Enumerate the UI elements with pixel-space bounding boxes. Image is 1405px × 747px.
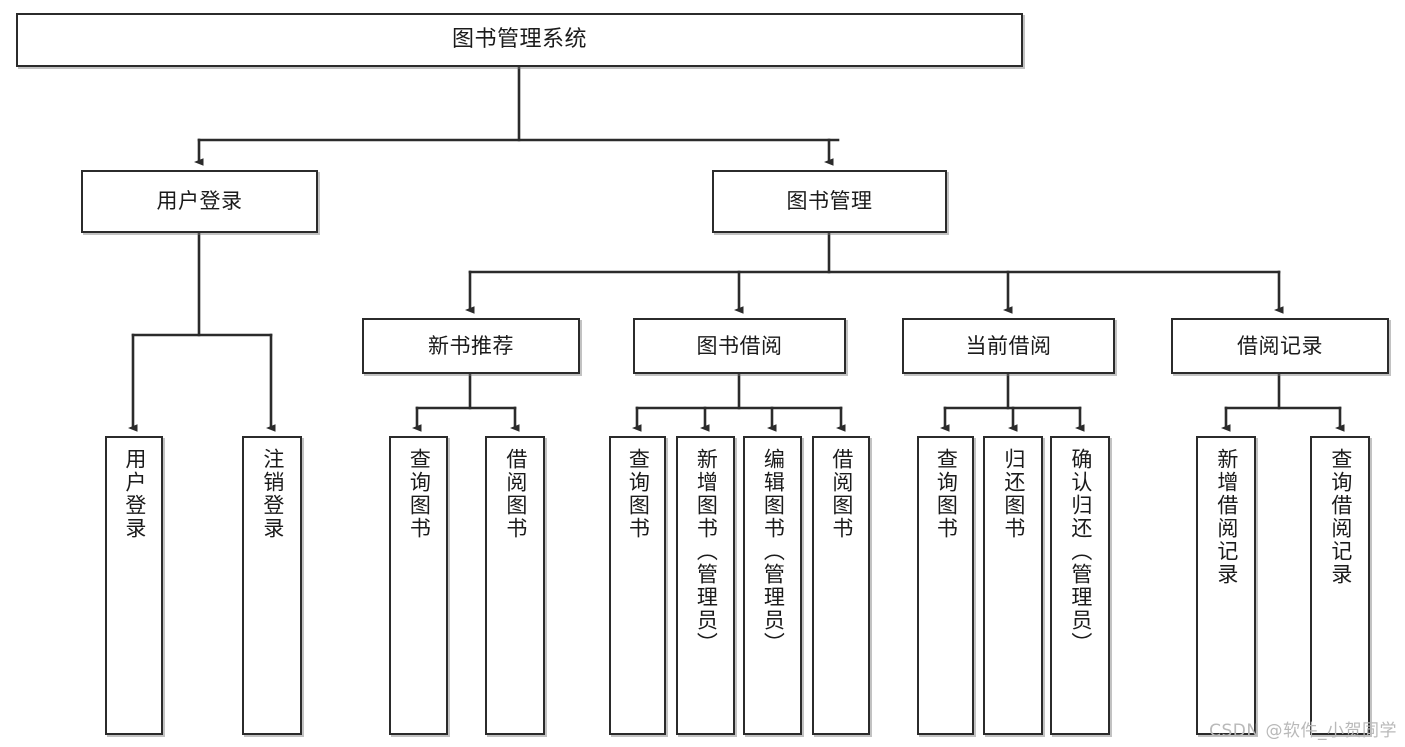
node-label: 新书推荐	[428, 333, 514, 358]
node-leaf-query-record[interactable]: 查询借阅记录	[1310, 436, 1370, 735]
node-label: 借阅图书	[829, 448, 854, 540]
node-label: 注销登录	[260, 448, 285, 540]
node-label: 查询借阅记录	[1328, 448, 1353, 586]
node-leaf-query-book-cur[interactable]: 查询图书	[917, 436, 974, 735]
node-leaf-add-record[interactable]: 新增借阅记录	[1196, 436, 1256, 735]
node-label: 图书借阅	[696, 333, 783, 358]
node-leaf-query-book[interactable]: 查询图书	[609, 436, 666, 735]
node-leaf-query-book-rec[interactable]: 查询图书	[389, 436, 448, 735]
node-label: 借阅记录	[1237, 333, 1323, 358]
node-label: 当前借阅	[965, 333, 1052, 358]
node-leaf-user-login[interactable]: 用户登录	[105, 436, 163, 735]
node-book-borrow[interactable]: 图书借阅	[633, 318, 846, 374]
node-leaf-logout[interactable]: 注销登录	[242, 436, 302, 735]
node-label: 编辑图书（管理员）	[761, 448, 786, 655]
node-root-system[interactable]: 图书管理系统	[16, 13, 1023, 67]
node-label: 查询图书	[407, 448, 432, 540]
node-label: 图书管理系统	[451, 27, 587, 53]
node-label: 确认归还（管理员）	[1068, 448, 1093, 655]
node-label: 用户登录	[156, 189, 243, 214]
node-current-borrow[interactable]: 当前借阅	[902, 318, 1115, 374]
node-label: 用户登录	[122, 448, 147, 540]
node-label: 新增图书（管理员）	[694, 448, 719, 655]
node-label: 查询图书	[934, 448, 959, 540]
node-label: 查询图书	[626, 448, 651, 540]
node-leaf-borrow-book[interactable]: 借阅图书	[812, 436, 870, 735]
node-book-manage[interactable]: 图书管理	[712, 170, 947, 233]
csdn-watermark: CSDN @软件_小贺同学	[1209, 721, 1397, 741]
node-borrow-record[interactable]: 借阅记录	[1171, 318, 1389, 374]
node-label: 借阅图书	[503, 448, 528, 540]
node-label: 新增借阅记录	[1214, 448, 1239, 586]
node-label: 图书管理	[786, 189, 873, 214]
node-leaf-borrow-book-rec[interactable]: 借阅图书	[485, 436, 545, 735]
node-leaf-edit-book[interactable]: 编辑图书（管理员）	[743, 436, 802, 735]
node-leaf-confirm-return[interactable]: 确认归还（管理员）	[1050, 436, 1110, 735]
node-new-book-rec[interactable]: 新书推荐	[362, 318, 580, 374]
node-label: 归还图书	[1001, 448, 1026, 540]
node-leaf-add-book[interactable]: 新增图书（管理员）	[676, 436, 735, 735]
node-user-login[interactable]: 用户登录	[81, 170, 318, 233]
node-leaf-return-book[interactable]: 归还图书	[983, 436, 1043, 735]
